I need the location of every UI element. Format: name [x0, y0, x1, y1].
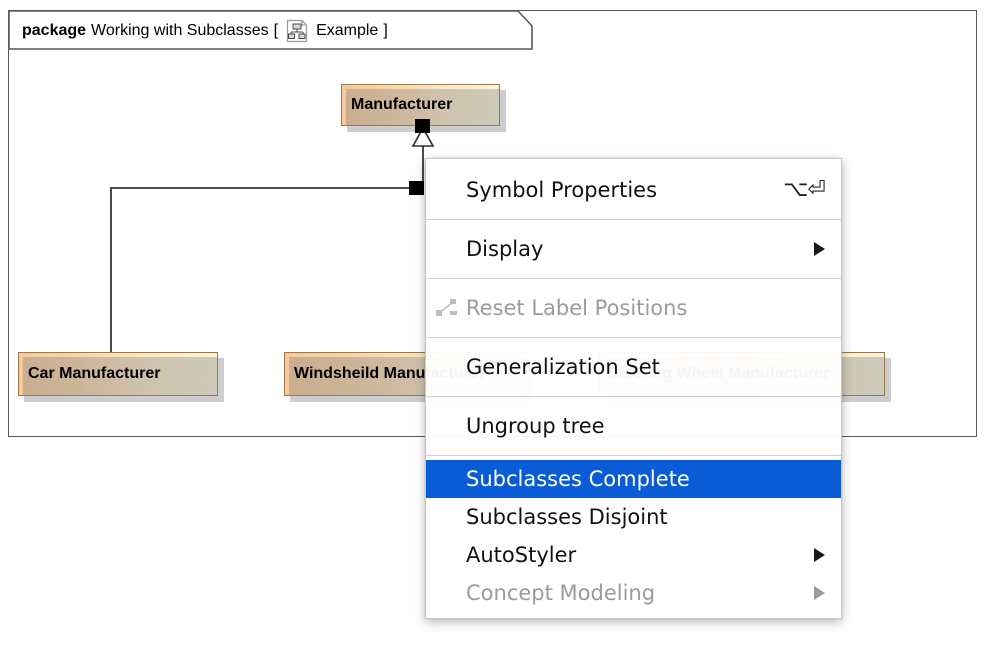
bracket-close: ]: [383, 22, 388, 39]
menu-separator-5: [426, 455, 841, 456]
menu-label-symbol-properties: Symbol Properties: [466, 177, 658, 202]
package-name: Working with Subclasses: [91, 22, 269, 39]
class-name-car-manufacturer: Car Manufacturer: [28, 365, 161, 382]
menu-item-reset-label-positions: Reset Label Positions: [426, 283, 841, 333]
context-menu[interactable]: Symbol Properties ⌥⏎ Display Reset Label…: [425, 158, 842, 619]
menu-item-subclasses-disjoint[interactable]: Subclasses Disjoint: [426, 498, 841, 536]
submenu-chevron-right-icon: [814, 586, 825, 600]
menu-item-ungroup-tree[interactable]: Ungroup tree: [426, 401, 841, 451]
menu-separator-4: [426, 396, 841, 397]
menu-separator-1: [426, 219, 841, 220]
class-name-manufacturer: Manufacturer: [351, 96, 453, 113]
menu-label-ungroup-tree: Ungroup tree: [466, 414, 605, 438]
reset-label-positions-icon: [435, 298, 459, 318]
menu-label-concept-modeling: Concept Modeling: [466, 581, 656, 605]
menu-label-reset-label-positions: Reset Label Positions: [466, 296, 688, 320]
package-tab-shape: [8, 10, 533, 50]
selection-handle-mid[interactable]: [409, 181, 424, 195]
generalization-horizontal-edge: [110, 187, 424, 189]
package-tree-icon: [286, 19, 308, 43]
submenu-chevron-right-icon: [814, 242, 825, 256]
menu-label-subclasses-complete: Subclasses Complete: [466, 467, 690, 491]
menu-separator-3: [426, 337, 841, 338]
generalization-arrowhead: [411, 126, 435, 147]
menu-item-autostyler[interactable]: AutoStyler: [426, 536, 841, 574]
generalization-edge-to-car: [110, 187, 112, 353]
bracket-open: [: [273, 22, 279, 39]
class-box-manufacturer[interactable]: Manufacturer: [341, 84, 500, 126]
menu-item-concept-modeling: Concept Modeling: [426, 574, 841, 612]
package-keyword: package: [22, 22, 87, 39]
menu-shortcut-symbol-properties: ⌥⏎: [783, 177, 826, 202]
menu-item-symbol-properties[interactable]: Symbol Properties ⌥⏎: [426, 164, 841, 215]
menu-item-display[interactable]: Display: [426, 224, 841, 274]
selection-handle-top[interactable]: [415, 119, 430, 133]
menu-label-autostyler: AutoStyler: [466, 543, 577, 567]
package-tab-text: package Working with Subclasses [ Exampl…: [22, 19, 388, 43]
class-box-car-manufacturer[interactable]: Car Manufacturer: [18, 352, 218, 396]
menu-label-generalization-set: Generalization Set: [466, 355, 660, 379]
package-diagram-label: Example: [316, 22, 379, 39]
menu-item-generalization-set[interactable]: Generalization Set: [426, 342, 841, 392]
generalization-vertical-edge: [422, 126, 424, 188]
menu-label-display: Display: [466, 237, 544, 261]
submenu-chevron-right-icon: [814, 548, 825, 562]
menu-label-subclasses-disjoint: Subclasses Disjoint: [466, 505, 668, 529]
menu-item-subclasses-complete[interactable]: Subclasses Complete: [426, 460, 841, 498]
package-header-tab[interactable]: package Working with Subclasses [ Exampl…: [8, 10, 548, 50]
menu-separator-2: [426, 278, 841, 279]
